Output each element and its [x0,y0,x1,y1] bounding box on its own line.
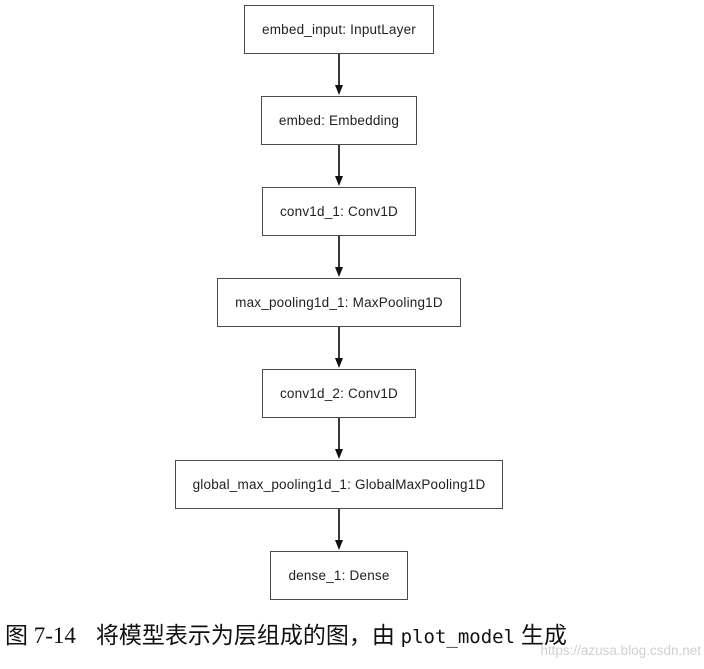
edge-arrow [335,145,343,187]
figure-number: 图 7-14 [5,623,76,648]
caption-text: 将模型表示为层组成的图，由 [95,623,401,648]
arrow-shaft [338,327,340,358]
edge-arrow [335,327,343,369]
node-label: embed: Embedding [278,113,400,128]
arrow-shaft [338,54,340,85]
edge-arrow [335,236,343,278]
node-label: conv1d_1: Conv1D [279,204,399,219]
edge-arrow [335,54,343,96]
caption-text-suffix: 生成 [515,623,567,648]
arrowhead-down-icon [335,449,343,459]
arrow-shaft [338,509,340,540]
arrowhead-down-icon [335,85,343,95]
arrowhead-down-icon [335,540,343,550]
node-label: embed_input: InputLayer [262,22,416,37]
node-embed: embed: Embedding [260,96,418,145]
arrowhead-down-icon [335,358,343,368]
edge-arrow [335,418,343,460]
node-label: conv1d_2: Conv1D [279,386,399,401]
caption-code: plot_model [400,626,516,648]
node-label: dense_1: Dense [288,568,390,583]
arrow-shaft [338,145,340,176]
arrowhead-down-icon [335,267,343,277]
figure-caption: 图 7-14 将模型表示为层组成的图，由 plot_model 生成 [5,616,704,650]
node-label: global_max_pooling1d_1: GlobalMaxPooling… [192,477,486,492]
node-embed-input: embed_input: InputLayer [244,5,434,54]
edge-arrow [335,509,343,551]
node-dense-1: dense_1: Dense [270,551,408,600]
node-max-pooling1d-1: max_pooling1d_1: MaxPooling1D [217,278,461,327]
blog-watermark: https://azusa.blog.csdn.net [540,643,701,658]
arrow-shaft [338,418,340,449]
node-label: max_pooling1d_1: MaxPooling1D [235,295,443,310]
node-global-max-pooling1d-1: global_max_pooling1d_1: GlobalMaxPooling… [174,460,504,509]
arrowhead-down-icon [335,176,343,186]
model-flowchart: embed_input: InputLayer embed: Embedding… [0,5,678,600]
node-conv1d-2: conv1d_2: Conv1D [261,369,417,418]
node-conv1d-1: conv1d_1: Conv1D [261,187,417,236]
arrow-shaft [338,236,340,267]
